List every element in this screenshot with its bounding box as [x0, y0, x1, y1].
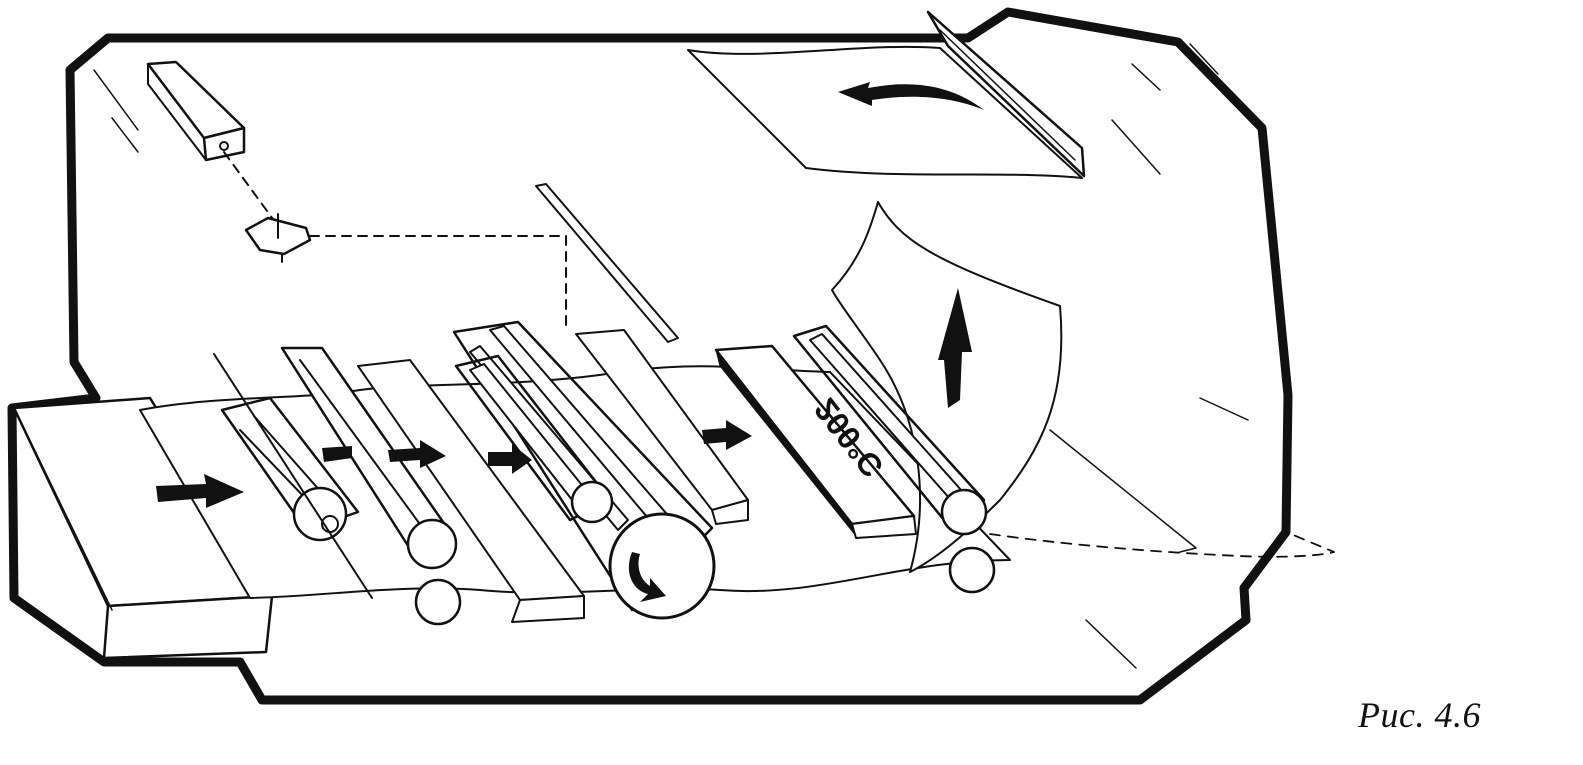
fuser-heater-bar [714, 344, 917, 539]
paper-flow-arrows [156, 420, 752, 508]
feed-roller-lower [280, 346, 462, 626]
optical-slit-plate [535, 183, 679, 343]
drum-transfer-roller [454, 354, 614, 524]
top-paper-stack [687, 10, 1086, 179]
light-source-bar [146, 60, 246, 162]
paper-input-tray [12, 396, 274, 660]
arrow-icon [702, 420, 752, 450]
paper-exit-contour [989, 397, 1335, 669]
arrow-icon [388, 440, 446, 468]
fuser-roller-lower [948, 546, 996, 594]
arrow-icon [322, 446, 352, 462]
figure-caption: Рис. 4.6 [1358, 695, 1481, 735]
paper-output-sheet [831, 201, 1063, 573]
guide-plates [357, 329, 749, 623]
housing-detail-lines [93, 43, 1219, 175]
rotating-mirror [223, 151, 567, 329]
fuser-roller-upper [792, 324, 988, 536]
feed-roller-upper [213, 353, 373, 599]
arrow-icon [488, 444, 532, 474]
arrow-icon [156, 474, 244, 508]
